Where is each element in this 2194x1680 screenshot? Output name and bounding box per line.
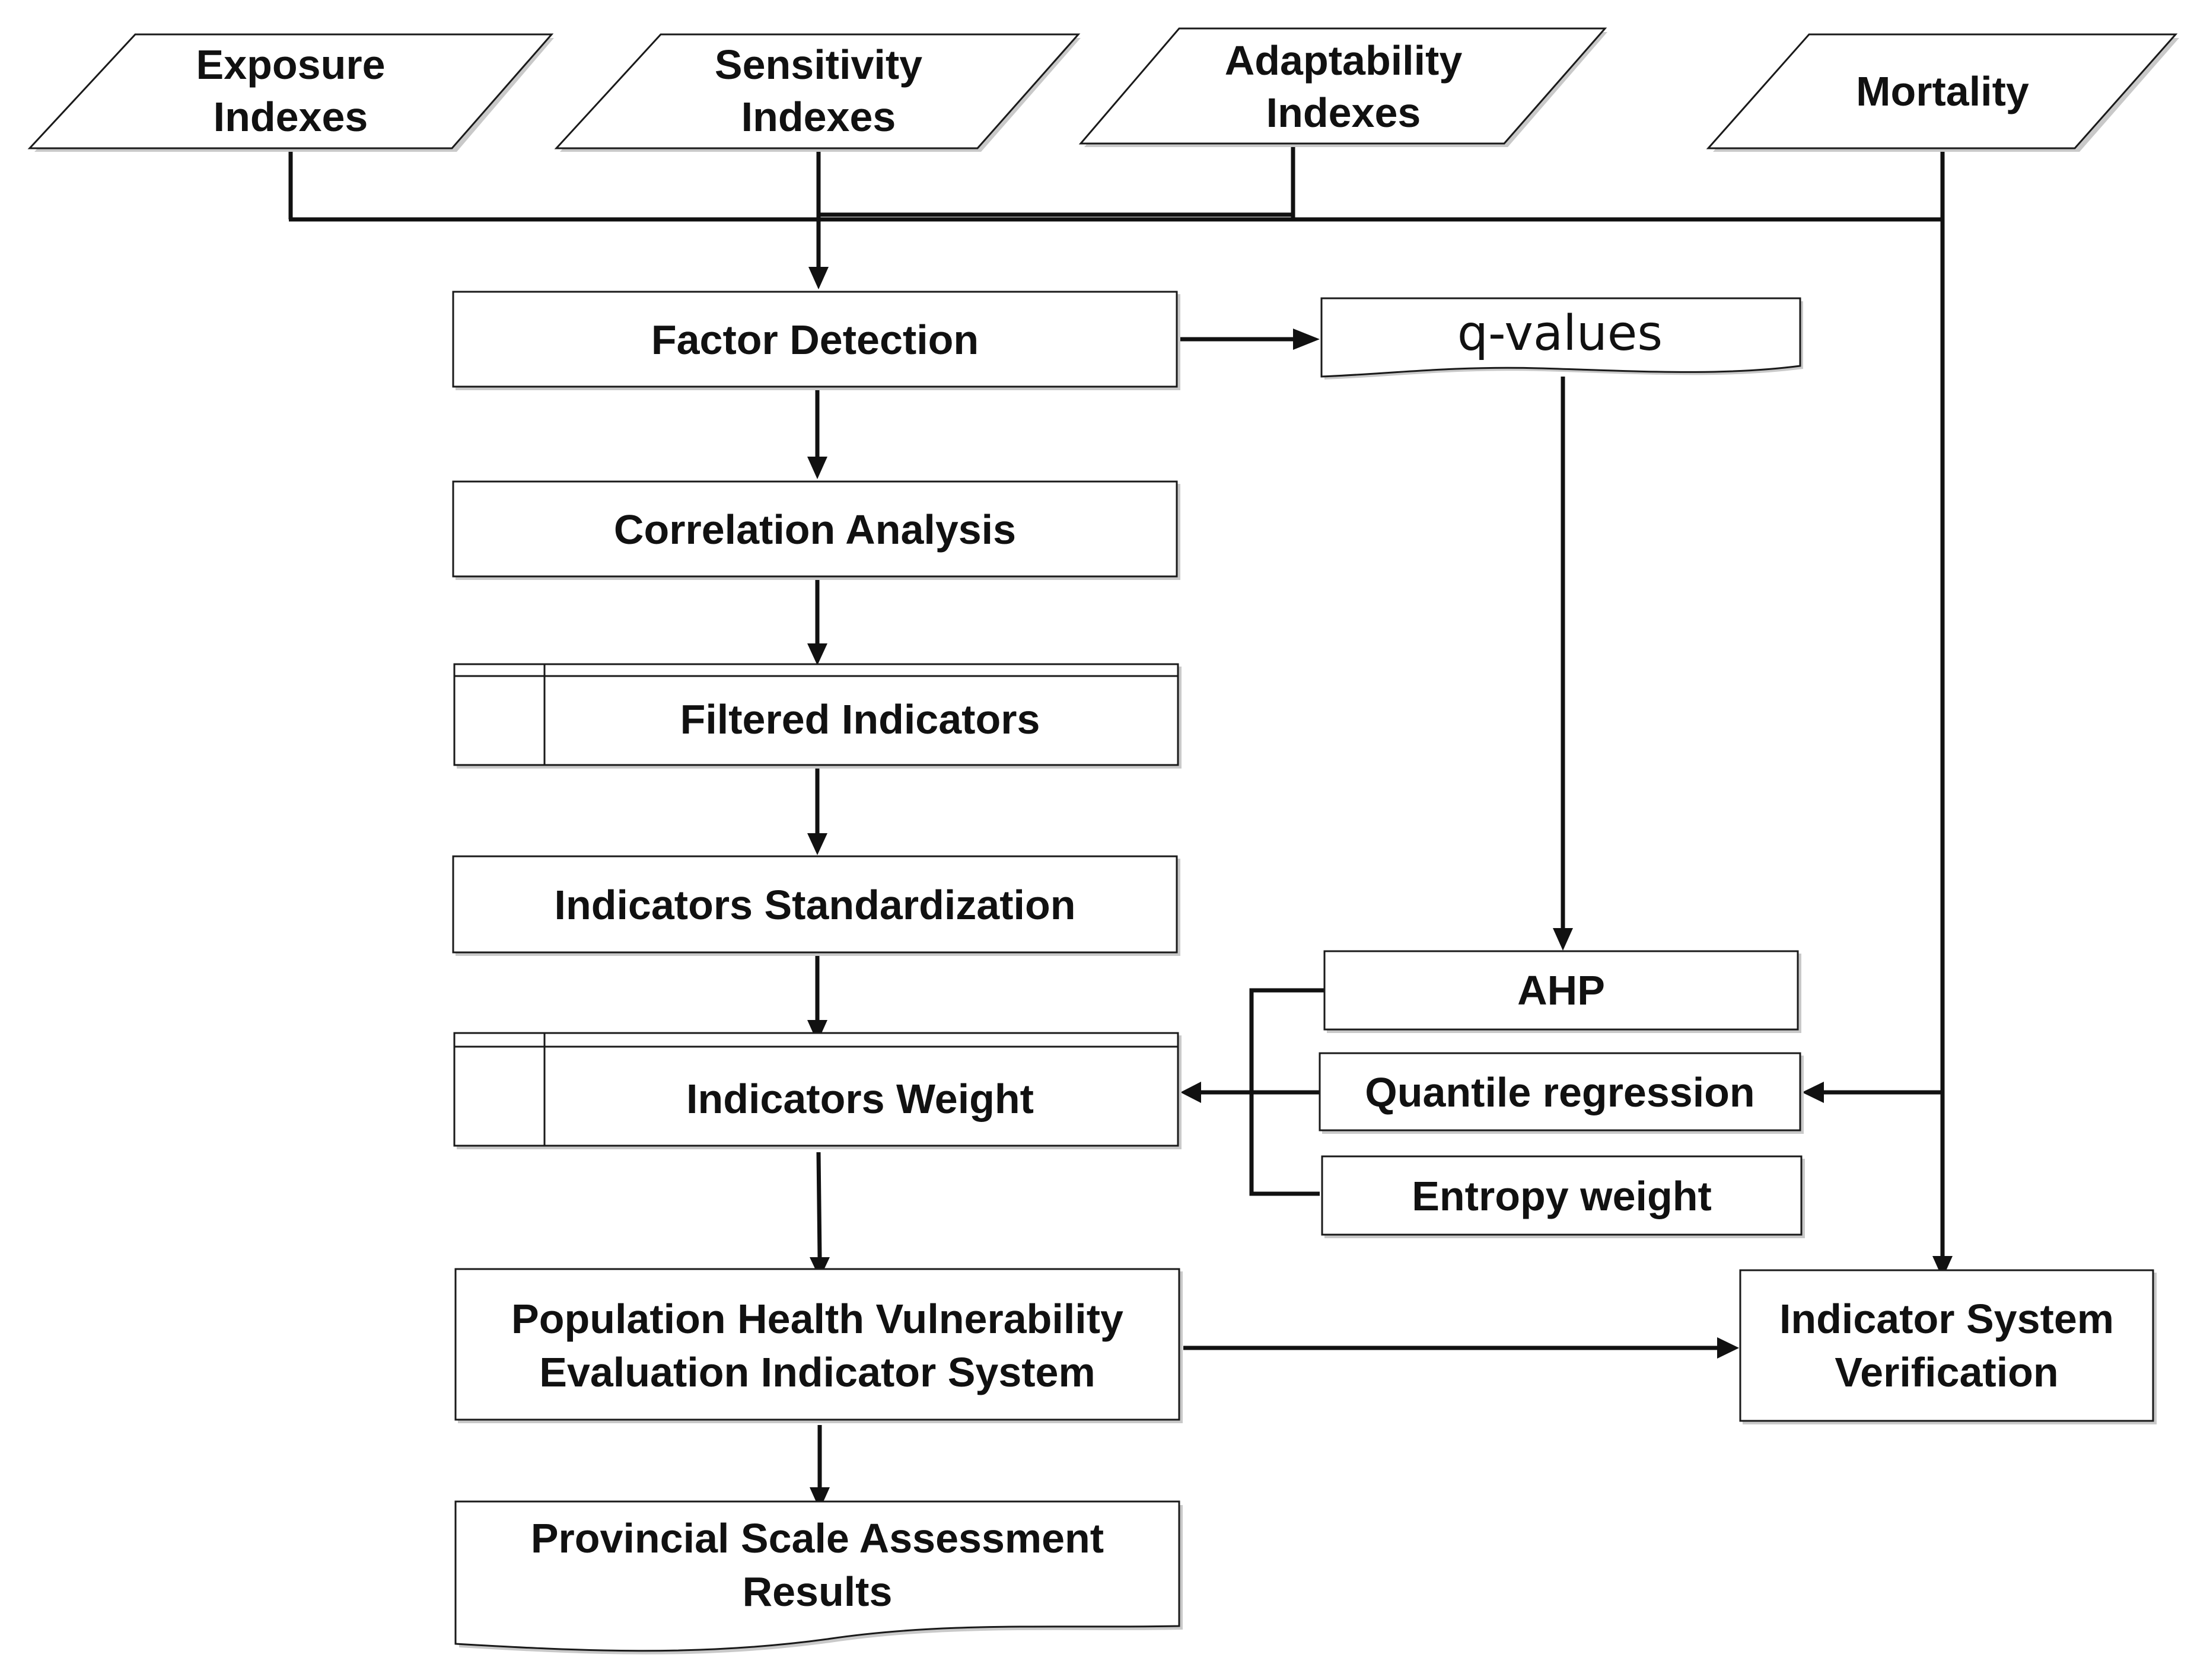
adaptability-label-line2: Indexes [1266,90,1421,136]
parallelogram-sensitivity [554,33,1081,149]
connectors [288,144,1945,1487]
ahp-box [1323,950,1799,1031]
step-results: Provincial Scale Assessment Results [454,1500,1183,1655]
adaptability-label-line1: Adaptability [1225,37,1463,84]
input-adaptability: Adaptability Indexes [1078,27,1607,147]
ahp-label: AHP [1517,967,1605,1013]
sensitivity-label-line1: Sensitivity [715,42,922,88]
indicators-weight-box [453,1032,1179,1147]
verification-label-line2: Verification [1835,1349,2058,1395]
arrowhead-weight-side [1180,1082,1201,1103]
exposure-label-line1: Exposure [196,42,386,88]
quantile-regression-label: Quantile regression [1365,1069,1754,1115]
q-values-document-box [1320,297,1801,378]
arrowhead-standardization [807,833,827,855]
arrowhead-filtered [807,643,827,665]
step-factor-detection: Factor Detection [452,291,1180,390]
arrowhead-indicator-system [810,1257,830,1279]
results-document-box [454,1500,1180,1652]
arrowhead-quantile [1802,1082,1824,1103]
indicators-weight-label: Indicators Weight [686,1076,1034,1122]
quantile-regression-box [1319,1052,1801,1131]
exposure-label-line2: Indexes [214,94,368,140]
input-exposure: Exposure Indexes [27,33,554,152]
method-quantile-regression: Quantile regression [1319,1052,1804,1134]
arrowhead-factor-detection [808,267,829,289]
arrowhead-correlation [807,457,827,479]
factor-detection-label: Factor Detection [651,317,979,363]
arrowhead-ahp [1553,928,1573,951]
step-indicators-weight: Indicators Weight [453,1032,1182,1149]
verification-label-line1: Indicator System [1779,1296,2114,1342]
filtered-indicators-label: Filtered Indicators [680,696,1040,742]
correlation-analysis-label: Correlation Analysis [614,506,1016,553]
parallelogram-mortality [1706,33,2178,149]
verification-box [1739,1269,2154,1422]
parallelogram-adaptability [1078,27,1607,145]
parallelogram-exposure [27,33,554,149]
input-mortality: Mortality [1706,33,2179,152]
correlation-analysis-box [452,480,1178,578]
standardization-label: Indicators Standardization [555,882,1076,928]
results-label-line1: Provincial Scale Assessment [531,1515,1104,1561]
step-verification: Indicator System Verification [1739,1269,2157,1424]
step-correlation-analysis: Correlation Analysis [452,480,1180,580]
step-indicator-system: Population Health Vulnerability Evaluati… [454,1268,1183,1423]
arrowhead-weight [807,1020,827,1043]
step-q-values: q-values [1320,297,1803,380]
input-sensitivity: Sensitivity Indexes [554,33,1081,152]
method-entropy-weight: Entropy weight [1321,1155,1805,1238]
step-filtered-indicators: Filtered Indicators [453,663,1182,769]
factor-detection-box [452,291,1178,388]
indicator-system-label-line2: Evaluation Indicator System [539,1349,1095,1395]
results-label-line2: Results [743,1569,893,1615]
arrowhead-mortality-verification [1932,1256,1953,1279]
entropy-weight-box [1321,1155,1803,1236]
indicator-system-box [454,1268,1180,1421]
step-standardization: Indicators Standardization [452,855,1180,956]
standardization-box [452,855,1178,954]
arrowhead-verification [1717,1337,1739,1359]
arrowheads [807,267,1953,1510]
method-ahp: AHP [1323,950,1801,1033]
filtered-indicators-box [453,663,1179,766]
q-values-label: q-values [1457,305,1663,362]
entropy-weight-label: Entropy weight [1412,1173,1712,1219]
mortality-label: Mortality [1856,68,2029,114]
connector-to-indicator-system [816,1152,822,1258]
sensitivity-label-line2: Indexes [741,94,896,140]
indicator-system-label-line1: Population Health Vulnerability [511,1296,1123,1342]
arrowhead-q-values [1293,329,1320,350]
arrowhead-results [810,1487,830,1510]
